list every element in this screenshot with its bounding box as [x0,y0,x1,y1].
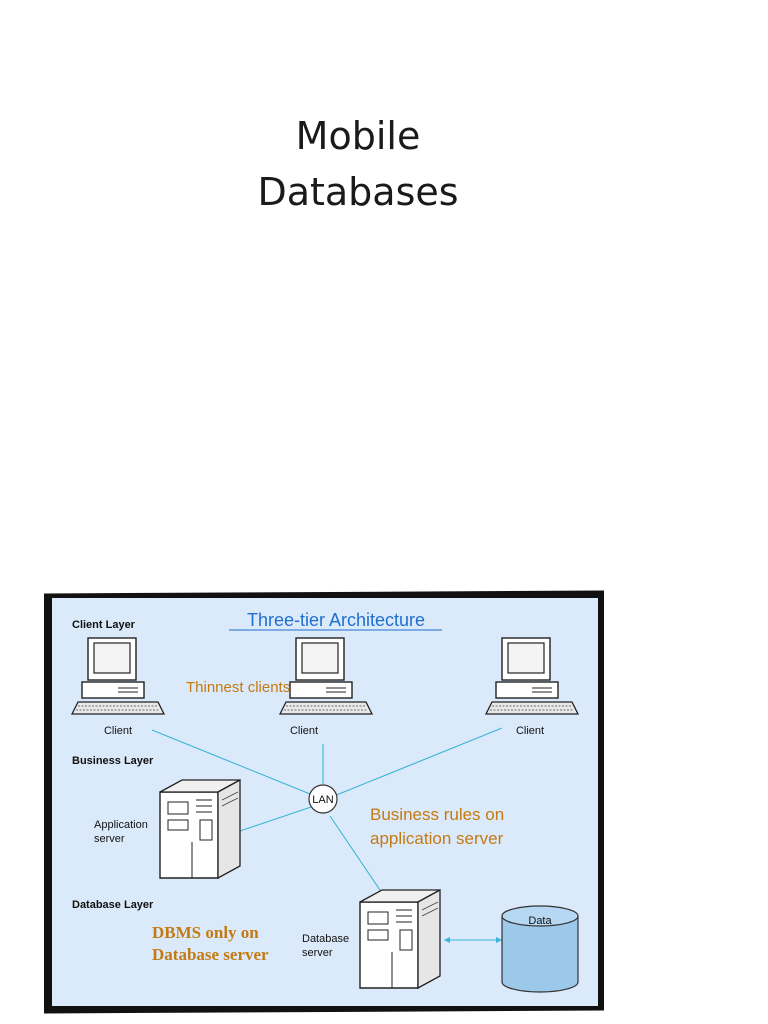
database-server-label-line-1: Database [302,933,349,945]
client-label-3: Client [516,725,544,737]
figure-panel: Three-tier Architecture Client Layer Bus… [52,598,598,1006]
client-computer-icon [280,638,372,714]
application-server-label-line-1: Application [94,819,148,831]
client-computer-2 [280,638,372,714]
client-computer-icon [486,638,578,714]
application-server-label-line-2: server [94,833,125,845]
diagram-heading: Three-tier Architecture [247,610,425,630]
dbms-note-line-2: Database server [152,945,269,964]
business-layer-label: Business Layer [72,755,154,767]
slide-title: Mobile Databases [0,108,716,220]
database-server-label-line-2: server [302,947,333,959]
db-data-link [444,937,502,943]
dbms-note-line-1: DBMS only on [152,923,259,942]
slide-title-line-2: Databases [0,164,716,220]
business-rules-note-line-1: Business rules on [370,805,504,824]
client-computer-1 [72,638,164,714]
database-server [360,890,440,988]
database-server-icon [360,890,440,988]
lan-label: LAN [312,794,333,806]
data-label: Data [528,915,552,927]
client-label-2: Client [290,725,318,737]
client-computer-3 [486,638,578,714]
slide-title-line-1: Mobile [0,108,716,164]
client-computer-icon [72,638,164,714]
application-server [160,780,240,878]
client-layer-label: Client Layer [72,619,136,631]
application-server-icon [160,780,240,878]
database-layer-label: Database Layer [72,899,154,911]
business-rules-note-line-2: application server [370,829,504,848]
three-tier-diagram: Three-tier Architecture Client Layer Bus… [52,598,598,1006]
client-label-1: Client [104,725,132,737]
thinnest-clients-note: Thinnest clients [186,679,290,696]
